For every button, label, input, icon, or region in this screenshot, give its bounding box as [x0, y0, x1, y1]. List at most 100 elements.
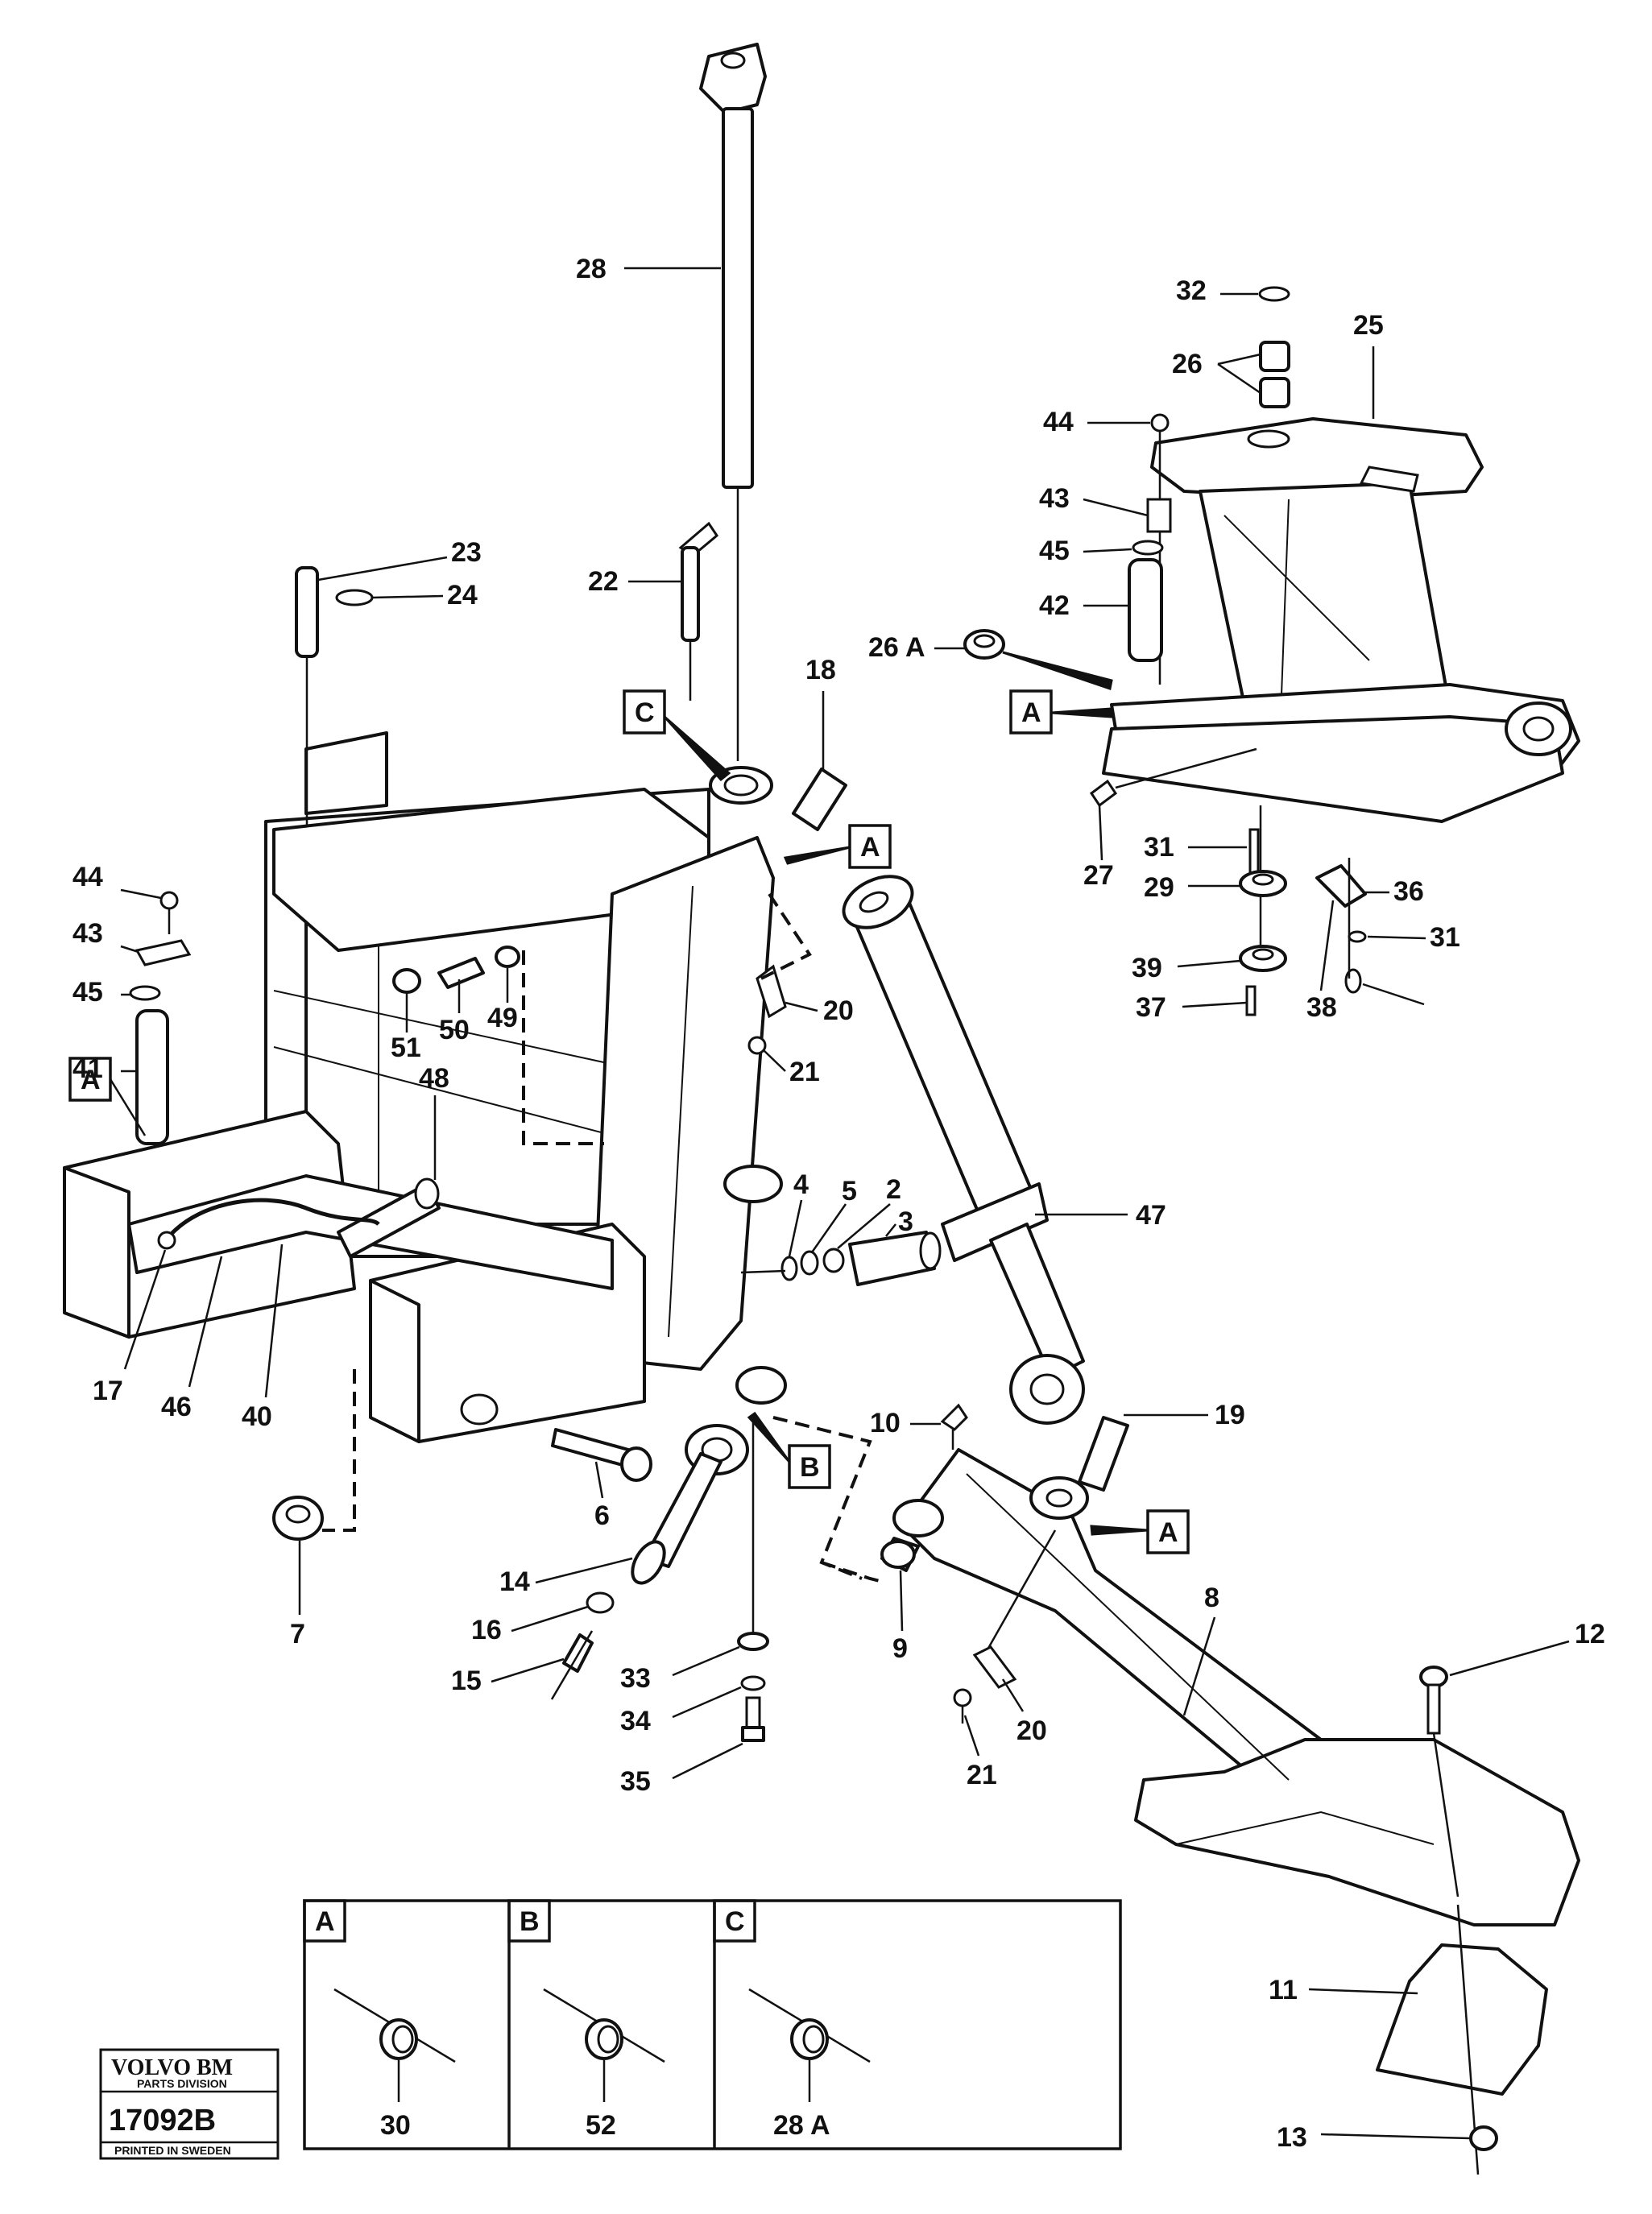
svg-text:10: 10: [870, 1408, 901, 1438]
part-43-plate-left: [135, 939, 192, 966]
callout-6: 6: [594, 1461, 610, 1531]
svg-text:38: 38: [1306, 992, 1337, 1023]
callout-43-right: 43: [1039, 483, 1149, 517]
callout-2: 2: [837, 1174, 901, 1249]
svg-text:29: 29: [1144, 872, 1174, 903]
part-8-arm: [892, 1448, 1580, 1926]
callout-40: 46: [161, 1256, 223, 1422]
part-10-fitting: [940, 1403, 968, 1431]
svg-text:19: 19: [1215, 1400, 1245, 1430]
svg-text:34: 34: [620, 1706, 651, 1736]
part-47-hose: [168, 1198, 380, 1238]
svg-text:52: 52: [586, 2110, 616, 2141]
part-25-swivel: [1102, 417, 1580, 823]
part-24-clip: [335, 589, 374, 606]
part-46-fitting: [157, 1231, 176, 1250]
callout-44-left: 44: [72, 862, 162, 900]
callout-12: 12: [1449, 1619, 1605, 1677]
svg-text:A: A: [1158, 1517, 1178, 1548]
part-22-pin: [678, 521, 718, 701]
callout-47: 40: [242, 1244, 284, 1432]
svg-text:44: 44: [1043, 407, 1074, 437]
part-18-pin: [792, 768, 847, 831]
callout-20-lower: 20: [1001, 1678, 1047, 1746]
svg-text:51: 51: [391, 1033, 421, 1063]
part-17-cylinder: [842, 875, 1085, 1425]
callout-10: 10: [870, 1408, 941, 1438]
svg-text:7: 7: [290, 1619, 305, 1649]
svg-text:40: 40: [242, 1401, 272, 1432]
callout-49: 49: [487, 968, 518, 1033]
svg-text:43: 43: [72, 918, 103, 949]
callout-15: 15: [451, 1657, 565, 1696]
part-11-plate: [1376, 1904, 1548, 2175]
part-2-ring: [822, 1248, 845, 1273]
part-39-washer: [1348, 930, 1367, 943]
box-B: B: [747, 1411, 831, 1489]
part-44-bolt-left: [159, 891, 179, 934]
svg-text:15: 15: [451, 1666, 482, 1696]
callout-24: 24: [371, 580, 478, 610]
svg-text:24: 24: [447, 580, 478, 610]
box-A-swivel: A: [1009, 689, 1113, 735]
part-29-ring-bottom: [1239, 945, 1287, 972]
callout-23: 23: [317, 537, 482, 581]
callout-9: 9: [892, 1570, 908, 1664]
part-31-pin-bottom: [1245, 985, 1257, 1016]
svg-text:27: 27: [1083, 860, 1114, 891]
dashed-guide-9: [821, 1561, 887, 1584]
part-29-ring-top: [1239, 870, 1287, 897]
detail-panels: A 30 B 52 C 28 A: [303, 1899, 1122, 2150]
callout-17: 47: [1035, 1200, 1166, 1231]
part-35-bolt: [741, 1696, 765, 1742]
box-A-left: A: [68, 1057, 147, 1136]
svg-text:4: 4: [793, 1169, 809, 1200]
svg-text:26 A: 26 A: [868, 632, 925, 663]
part-42-cylinder: [1128, 558, 1163, 662]
part-38-bolt: [1344, 968, 1362, 994]
svg-text:21: 21: [789, 1057, 820, 1087]
stud-axis: [550, 1630, 594, 1700]
callout-51: 51: [391, 992, 421, 1063]
callout-45-right: 45: [1039, 536, 1132, 566]
svg-text:5: 5: [842, 1176, 857, 1206]
svg-text:48: 48: [419, 1063, 449, 1094]
part-12-bolt: [1419, 1666, 1459, 1897]
part-45-washer-left: [129, 985, 161, 1001]
svg-text:50: 50: [439, 1015, 470, 1045]
panel-A: A 30: [303, 1899, 456, 2141]
svg-text:43: 43: [1039, 483, 1070, 514]
callout-19: 19: [1124, 1400, 1245, 1430]
svg-text:46: 46: [161, 1392, 192, 1422]
part-13-nut: [1469, 2125, 1498, 2151]
volvo-bm-logo: VOLVO BM PARTS DIVISION 17092B PRINTED I…: [99, 2048, 279, 2160]
callout-39: 31: [1367, 922, 1460, 953]
svg-text:9: 9: [892, 1633, 908, 1664]
svg-text:20: 20: [1016, 1715, 1047, 1746]
callout-25: 25: [1353, 310, 1384, 419]
svg-text:11: 11: [1269, 1975, 1298, 2005]
svg-text:45: 45: [1039, 536, 1070, 566]
svg-text:47: 47: [1136, 1200, 1166, 1231]
svg-text:16: 16: [471, 1615, 502, 1645]
dashed-guide-7: [322, 1369, 356, 1532]
svg-text:20: 20: [823, 995, 854, 1026]
callout-26A: 26 A: [868, 632, 1113, 690]
svg-text:A: A: [81, 1065, 101, 1095]
part-20-bracket-upper: [756, 964, 787, 1019]
svg-text:17092B: 17092B: [109, 2104, 216, 2137]
callout-33: 33: [620, 1645, 740, 1694]
callout-44-right: 44: [1043, 407, 1150, 437]
part-34-washer: [740, 1675, 766, 1691]
part-4-seal: [780, 1256, 798, 1281]
callout-18: 18: [805, 655, 836, 769]
callout-14: 14: [499, 1557, 633, 1597]
callout-8: 8: [1182, 1583, 1219, 1716]
part-31-pin-top: [1248, 828, 1260, 875]
part-27-fitting: [1089, 747, 1257, 808]
svg-text:22: 22: [588, 566, 619, 597]
svg-text:26: 26: [1172, 349, 1203, 379]
svg-text:35: 35: [620, 1766, 651, 1797]
svg-text:31: 31: [1144, 832, 1174, 863]
